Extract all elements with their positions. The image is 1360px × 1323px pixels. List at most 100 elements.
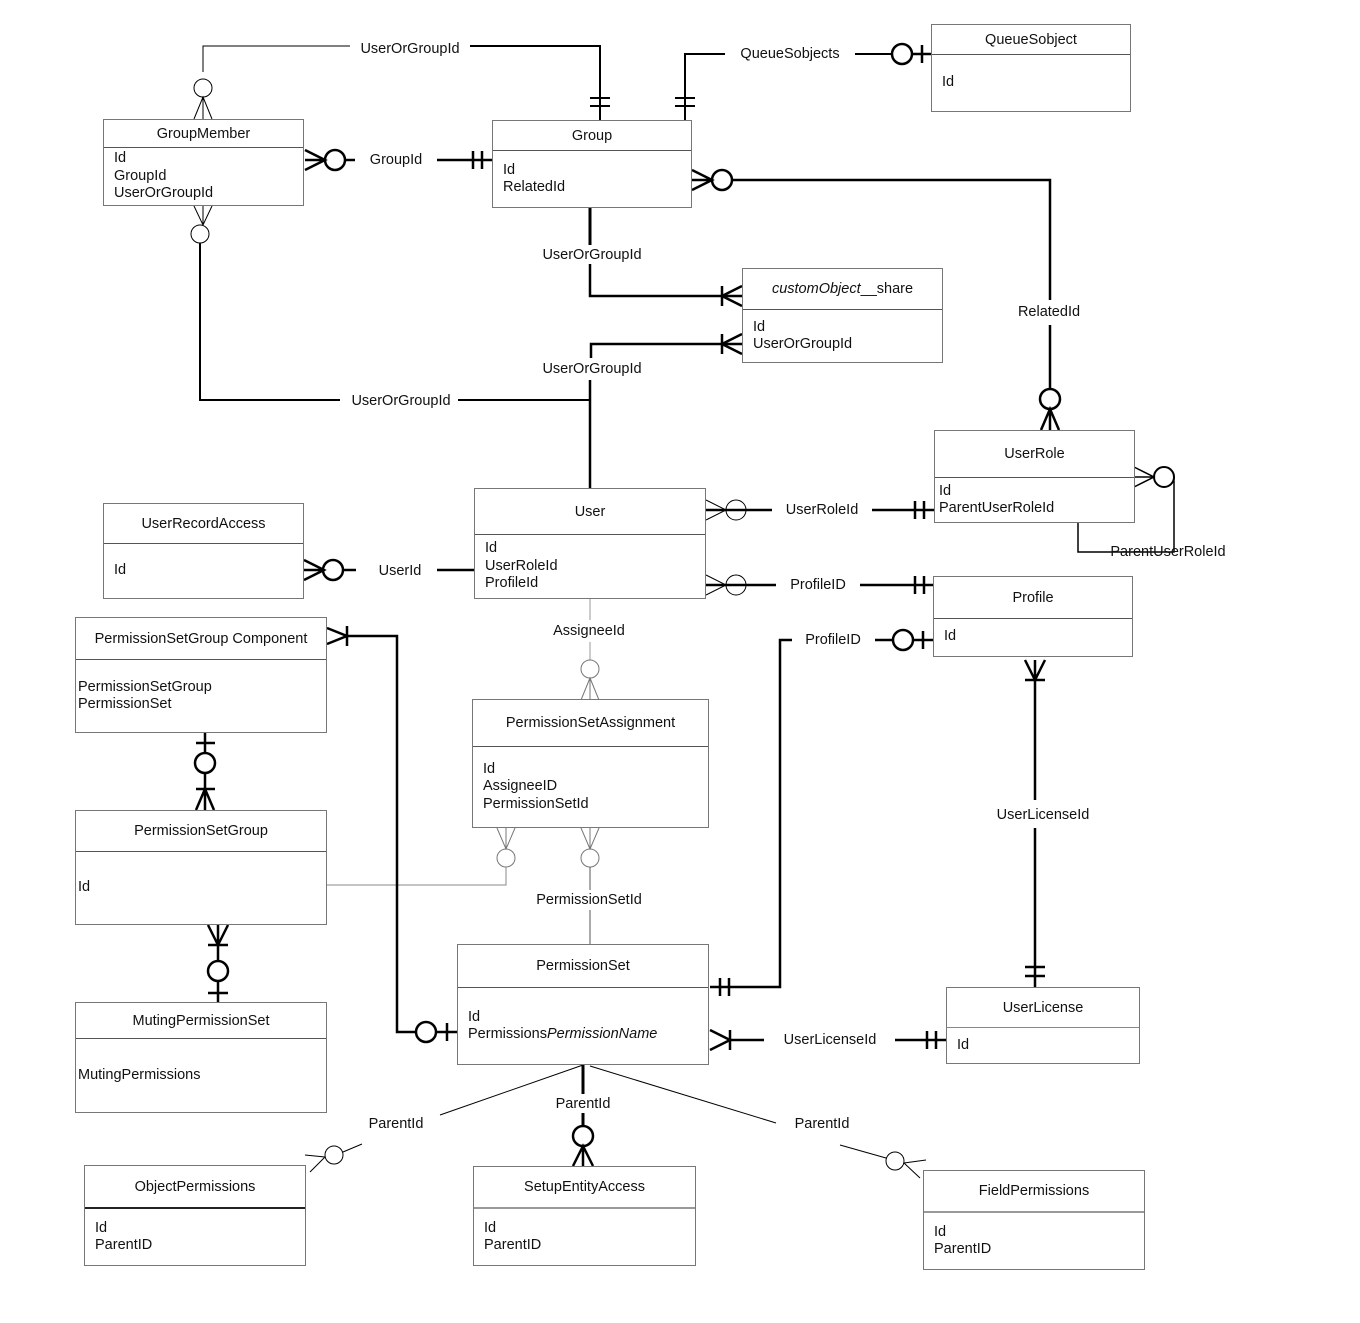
entity-fields: Id ParentID <box>924 1213 1144 1269</box>
field: Id <box>942 74 955 91</box>
rel-ps-setup <box>571 1065 595 1167</box>
entity-title: SetupEntityAccess <box>474 1167 695 1209</box>
rel-label-gm-user: UserOrGroupId <box>348 393 454 409</box>
field: UserOrGroupId <box>753 336 853 352</box>
entity-title: Group <box>493 121 691 151</box>
rel-label-role-parent: ParentUserRoleId <box>1110 544 1226 560</box>
entity-fields: Id RelatedId <box>493 151 691 207</box>
field: Id <box>114 562 127 579</box>
entity-queue-sobject[interactable]: QueueSobject Id <box>931 24 1131 112</box>
entity-fields: Id ParentID <box>474 1209 695 1265</box>
entity-fields: Id <box>932 55 1130 111</box>
entity-permission-set[interactable]: PermissionSet Id PermissionsPermissionNa… <box>457 944 709 1065</box>
rel-gm-group-top <box>193 45 610 120</box>
entity-permission-set-assignment[interactable]: PermissionSetAssignment Id AssigneeID Pe… <box>472 699 709 828</box>
rel-user-psa <box>580 598 600 701</box>
rel-label-group-share: UserOrGroupId <box>539 247 645 263</box>
entity-fields: Id GroupId UserOrGroupId <box>104 148 303 206</box>
entity-user-role[interactable]: UserRole Id ParentUserRoleId <box>934 430 1135 523</box>
rel-label-user-psa: AssigneeId <box>550 623 628 639</box>
field: RelatedId <box>503 179 566 195</box>
entity-group-member[interactable]: GroupMember Id GroupId UserOrGroupId <box>103 119 304 206</box>
rel-psgc-ps <box>326 626 457 1044</box>
rel-label-ps-profile: ProfileID <box>802 632 864 648</box>
rel-gm-user <box>190 205 590 401</box>
field-prefix: Permissions <box>468 1026 547 1042</box>
entity-title: Profile <box>934 577 1132 619</box>
rel-user-role <box>705 499 934 521</box>
entity-fields: Id <box>104 544 303 598</box>
entity-setup-entity-access[interactable]: SetupEntityAccess Id ParentID <box>473 1166 696 1266</box>
entity-field-permissions[interactable]: FieldPermissions Id ParentID <box>923 1170 1145 1270</box>
field: Id <box>944 627 957 644</box>
entity-profile[interactable]: Profile Id <box>933 576 1133 657</box>
field: Id <box>468 1008 481 1025</box>
field: Id <box>503 161 516 178</box>
rel-label-profile-license: UserLicenseId <box>993 807 1093 823</box>
entity-title: GroupMember <box>104 120 303 148</box>
rel-label-ps-setup: ParentId <box>552 1096 614 1112</box>
field: ParentID <box>95 1237 153 1253</box>
entity-title: PermissionSetAssignment <box>473 700 708 747</box>
entity-title-italic: customObject <box>771 281 861 297</box>
rel-group-queue <box>675 42 932 120</box>
entity-object-permissions[interactable]: ObjectPermissions Id ParentID <box>84 1165 306 1266</box>
entity-title: MutingPermissionSet <box>76 1003 326 1039</box>
entity-fields: PermissionSetGroup PermissionSet <box>76 660 326 732</box>
field: Id <box>114 150 127 166</box>
entity-title: UserRecordAccess <box>104 504 303 544</box>
rel-profile-license <box>1023 659 1047 987</box>
rel-ura-user <box>303 558 474 582</box>
entity-muting-permission-set[interactable]: MutingPermissionSet MutingPermissions <box>75 1002 327 1113</box>
rel-group-role <box>691 168 1062 431</box>
rel-psg-muting <box>206 924 230 1002</box>
field: GroupId <box>114 167 167 184</box>
entity-fields: Id ParentUserRoleId <box>935 478 1134 522</box>
entity-title: ObjectPermissions <box>85 1166 305 1209</box>
rel-label-ps-fieldperm: ParentId <box>791 1116 853 1132</box>
entity-fields: Id PermissionsPermissionName <box>458 988 708 1064</box>
rel-label-group-queue: QueueSobjects <box>737 46 843 62</box>
entity-permission-set-group-component[interactable]: PermissionSetGroup Component PermissionS… <box>75 617 327 733</box>
field: PermissionSetId <box>483 795 589 812</box>
entity-fields: Id <box>947 1028 1139 1063</box>
entity-user-license[interactable]: UserLicense Id <box>946 987 1140 1064</box>
field: ParentUserRoleId <box>939 500 1055 516</box>
rel-ps-license <box>709 1028 947 1052</box>
rel-label-group-role: RelatedId <box>1014 304 1084 320</box>
entity-group[interactable]: Group Id RelatedId <box>492 120 692 208</box>
entity-fields: Id UserRoleId ProfileId <box>475 535 705 598</box>
rel-label-user-profile: ProfileID <box>787 577 849 593</box>
field: ParentID <box>484 1237 542 1253</box>
entity-user[interactable]: User Id UserRoleId ProfileId <box>474 488 706 599</box>
entity-fields: Id <box>76 852 326 924</box>
rel-label-gm-group: GroupId <box>366 152 426 168</box>
rel-user-profile <box>705 574 933 596</box>
field: ParentID <box>934 1241 992 1257</box>
rel-group-share <box>588 208 743 308</box>
rel-ps-objperm <box>304 1064 584 1173</box>
rel-gm-group <box>304 148 492 172</box>
entity-permission-set-group[interactable]: PermissionSetGroup Id <box>75 810 327 925</box>
entity-title: FieldPermissions <box>924 1171 1144 1213</box>
field: UserOrGroupId <box>114 185 214 201</box>
field: Id <box>78 879 91 896</box>
rel-label-ps-license: UserLicenseId <box>780 1032 880 1048</box>
entity-title: UserRole <box>935 431 1134 478</box>
rel-psgc-psg <box>193 733 217 811</box>
entity-custom-object-share[interactable]: customObject__share Id UserOrGroupId <box>742 268 943 363</box>
entity-title: QueueSobject <box>932 25 1130 55</box>
entity-fields: Id <box>934 619 1132 656</box>
field: PermissionsPermissionName <box>468 1026 698 1044</box>
rel-psg-psa <box>327 827 516 886</box>
rel-label-gm-group-top: UserOrGroupId <box>357 41 463 57</box>
entity-title: UserLicense <box>947 988 1139 1028</box>
entity-title: PermissionSetGroup Component <box>76 618 326 660</box>
field: PermissionSet <box>78 696 172 712</box>
entity-user-record-access[interactable]: UserRecordAccess Id <box>103 503 304 599</box>
field: PermissionSetGroup <box>78 678 212 695</box>
rel-label-psa-ps: PermissionSetId <box>533 892 645 908</box>
rel-ps-fieldperm <box>589 1065 927 1179</box>
entity-title-suffix: __share <box>860 281 914 297</box>
